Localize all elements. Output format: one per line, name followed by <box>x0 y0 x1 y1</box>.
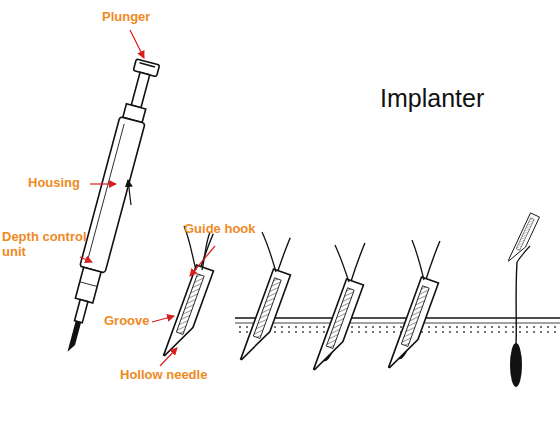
part-label: Guide hook <box>184 222 256 237</box>
part-label: Housing <box>28 176 80 191</box>
part-label: Hollow needle <box>120 368 207 383</box>
part-label: Groove <box>104 314 150 329</box>
part-label: Depth control unit <box>2 230 88 260</box>
diagram-title: Implanter <box>380 84 484 113</box>
part-label: Plunger <box>102 10 150 25</box>
